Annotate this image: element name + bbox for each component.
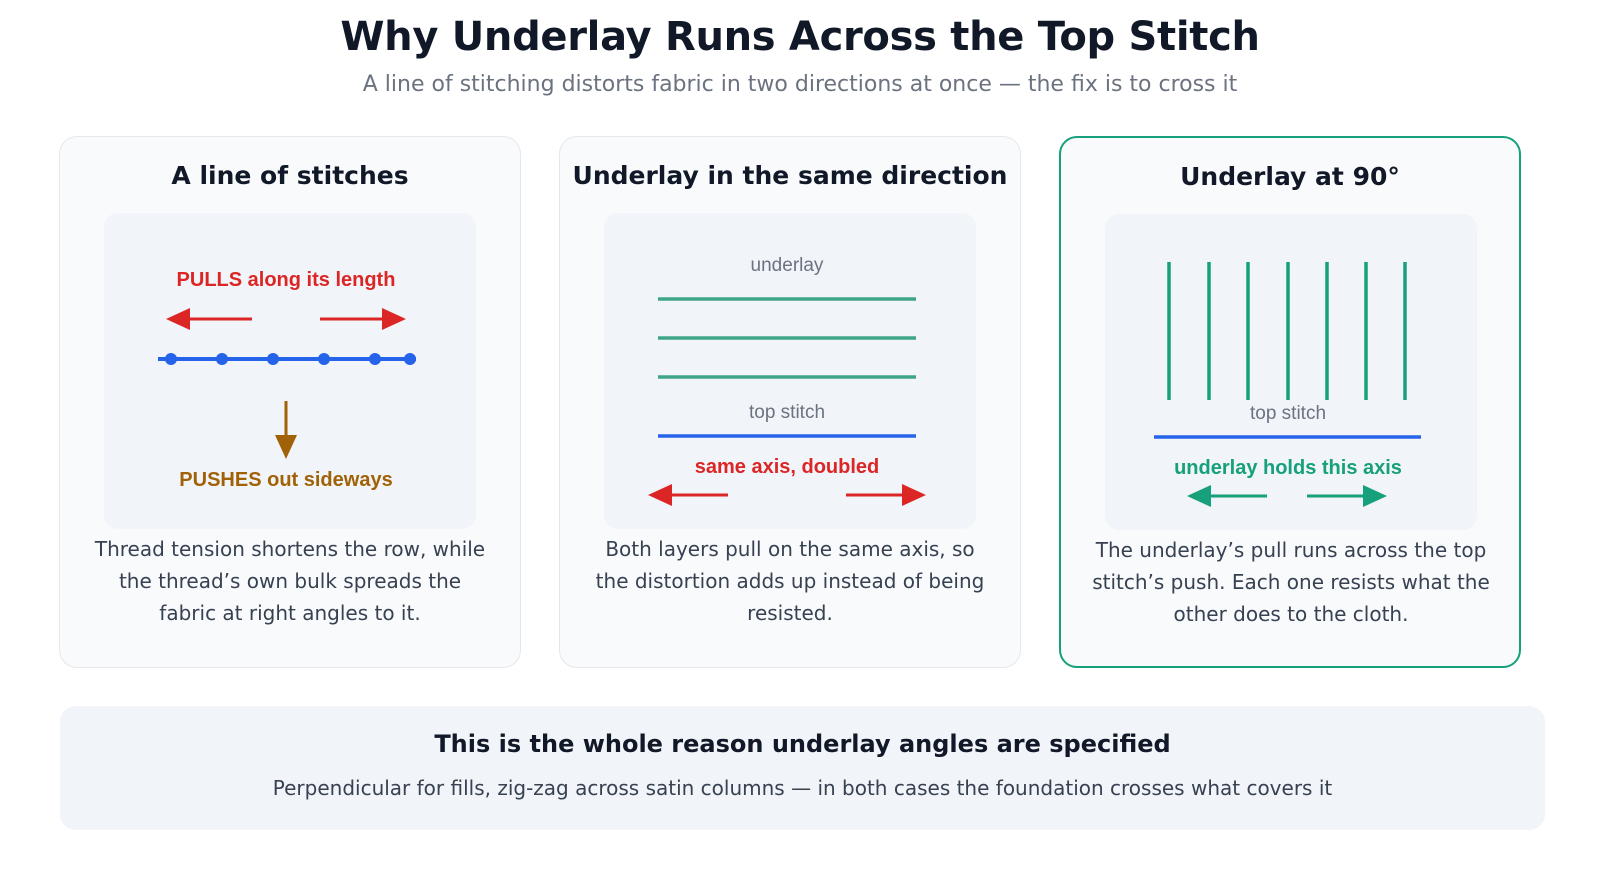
top-stitch-label: top stitch: [749, 402, 825, 423]
card-stitch-line: A line of stitches PULLS along its lengt…: [59, 136, 521, 668]
stitch-forces-diagram: PULLS along its length: [158, 269, 416, 491]
card-description: Both layers pull on the same axis, so th…: [595, 537, 985, 625]
underlay-lines: [1167, 262, 1407, 400]
perpendicular-diagram: top stitch underlay holds this axis: [1154, 262, 1421, 507]
summary-title: This is the whole reason underlay angles…: [434, 730, 1171, 758]
card-same-direction: Underlay in the same direction underlay …: [559, 136, 1021, 668]
card-title: Underlay in the same direction: [572, 161, 1008, 190]
axis-label: underlay holds this axis: [1174, 457, 1402, 479]
card-title: Underlay at 90°: [1180, 162, 1400, 191]
card-title: A line of stitches: [171, 161, 409, 190]
hold-right-arrow-icon: [1307, 485, 1387, 507]
push-down-arrow-icon: [275, 401, 297, 459]
push-label: PUSHES out sideways: [179, 469, 392, 491]
page-subtitle: A line of stitching distorts fabric in t…: [362, 72, 1238, 97]
summary-box: This is the whole reason underlay angles…: [60, 706, 1545, 830]
pull-label: PULLS along its length: [177, 269, 396, 291]
card-description: The underlay’s pull runs across the top …: [1092, 538, 1490, 626]
page-title: Why Underlay Runs Across the Top Stitch: [340, 14, 1260, 60]
card-description: Thread tension shortens the row, while t…: [94, 537, 486, 625]
pull-right-arrow-icon: [846, 484, 926, 506]
card-underlay-90: Underlay at 90° top stitch underlay hold…: [1059, 136, 1521, 668]
pull-right-arrow-icon: [320, 308, 406, 330]
pull-left-arrow-icon: [166, 308, 252, 330]
diagram-panel: top stitch underlay holds this axis: [1105, 214, 1477, 530]
diagram-panel: underlay top stitch same axis, doubled: [604, 213, 976, 529]
hold-left-arrow-icon: [1187, 485, 1267, 507]
underlay-label: underlay: [751, 255, 824, 276]
axis-label: same axis, doubled: [695, 456, 880, 478]
top-stitch-label: top stitch: [1250, 403, 1326, 424]
stitch-line: [158, 353, 416, 365]
underlay-lines: [658, 297, 916, 379]
summary-text: Perpendicular for fills, zig-zag across …: [272, 776, 1333, 800]
pull-left-arrow-icon: [648, 484, 728, 506]
same-direction-diagram: underlay top stitch same axis, doubled: [648, 255, 926, 506]
diagram-panel: PULLS along its length: [104, 213, 476, 529]
